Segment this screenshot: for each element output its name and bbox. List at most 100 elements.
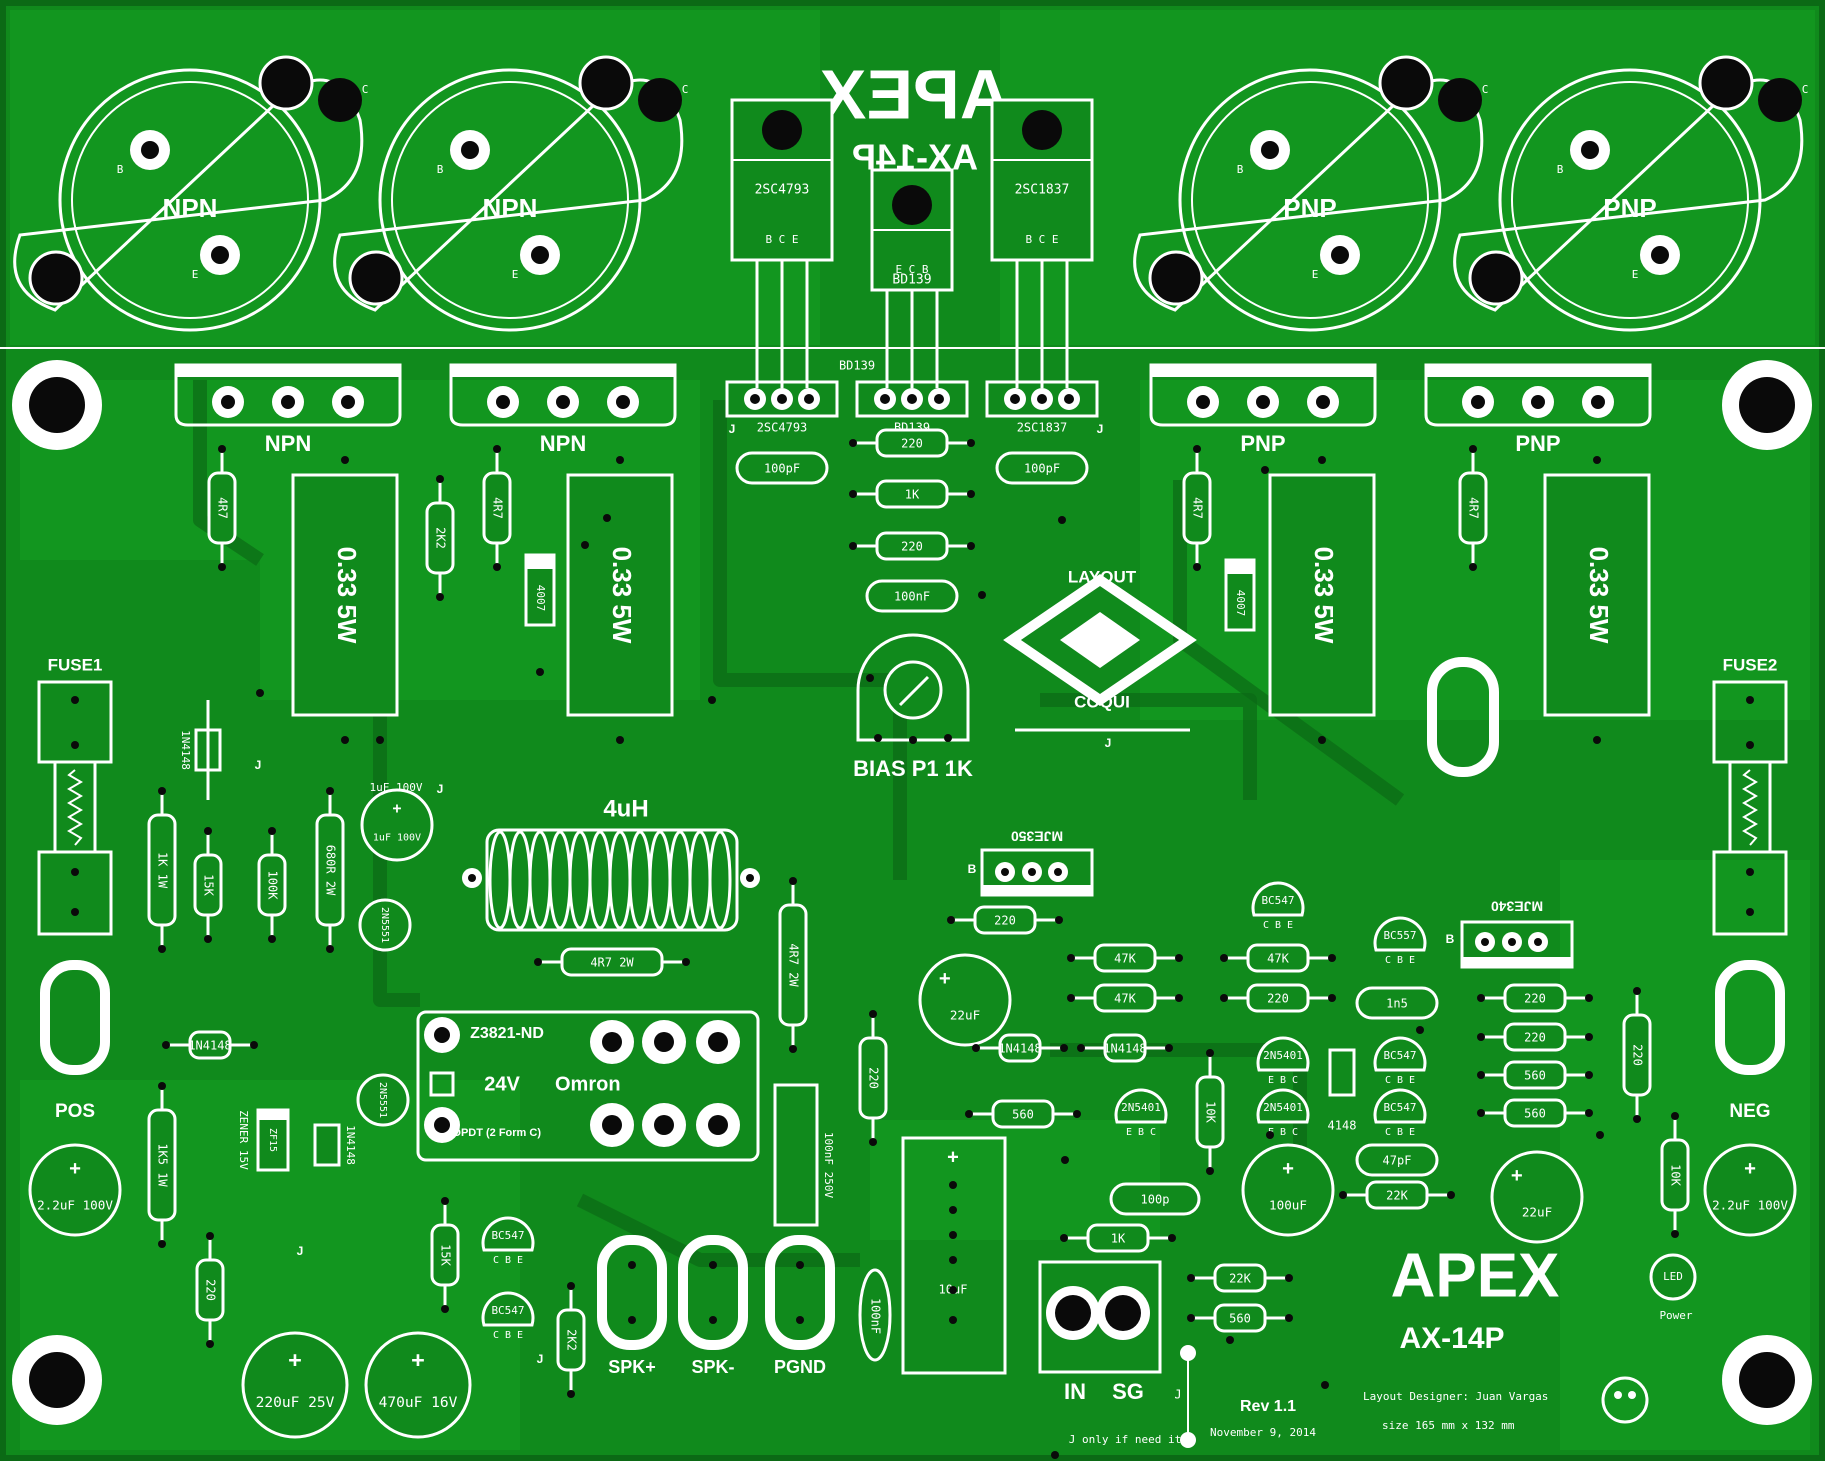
to3-0-label: NPN [163, 193, 218, 223]
power-resistor-1-label: 0.33 5W [607, 547, 637, 644]
resistor-220-c-label: 220 [1524, 992, 1546, 1006]
cap-100p-label: 100p [1141, 1193, 1170, 1207]
via [1746, 741, 1754, 749]
to3-2-e: E [1312, 268, 1319, 281]
power-pads-1 [449, 363, 677, 427]
relay-contact-pad-1-hole [654, 1032, 674, 1052]
zener-band [258, 1110, 288, 1120]
copper-plane-1 [1000, 10, 1815, 345]
via [1593, 456, 1601, 464]
power-pads-1-pad-hole [556, 395, 570, 409]
to220-pads-0-pad-hole [750, 394, 760, 404]
diode-1n4148-a-label: 1N4148 [179, 730, 192, 770]
resistor-220-e [1622, 1013, 1652, 1097]
power-pads-3-pad-hole [1591, 395, 1605, 409]
cap-47pf-label: 47pF [1383, 1154, 1412, 1168]
via [441, 1305, 449, 1313]
resistor-2k2-b [556, 1308, 586, 1372]
jumper-j7: J [537, 1352, 544, 1366]
via [158, 945, 166, 953]
power-resistor-2-label: 0.33 5W [1309, 547, 1339, 644]
via [709, 1316, 717, 1324]
to3-1-inner-ring [391, 81, 629, 319]
cap-1uf-100v-label: 1uF 100V [373, 832, 421, 843]
cap-220uf-25v-plus-sign: + [288, 1347, 302, 1373]
via [218, 445, 226, 453]
resistor-4r7-2w-h-label: 4R7 2W [590, 956, 634, 970]
q-mje350-label: MJE350 [1011, 828, 1063, 844]
via [567, 1390, 575, 1398]
power-resistor-3-label: 0.33 5W [1584, 547, 1614, 644]
cap-100pf-left [735, 451, 829, 485]
resistor-220-left [195, 1258, 225, 1322]
speaker-terminal-0-label: SPK+ [608, 1357, 656, 1377]
q-2n5551-a-label: 2N5551 [379, 907, 390, 943]
q-mje340-pad-hole [1534, 938, 1542, 946]
to3-2-c: C [1482, 83, 1489, 96]
emitter-resistor-2-label: 4R7 [1191, 497, 1205, 519]
jumper-j1: J [729, 422, 736, 436]
via [158, 1082, 166, 1090]
via [158, 1240, 166, 1248]
via [250, 1041, 258, 1049]
via [71, 741, 79, 749]
via [341, 736, 349, 744]
cap-220uf-25v [241, 1331, 349, 1439]
resistor-220-e-label: 220 [1631, 1044, 1645, 1066]
resistor-2k2 [425, 501, 455, 575]
q-bc547-left-a-pins: C B E [493, 1255, 523, 1266]
to3-2-collector-hole [1438, 78, 1482, 122]
trace-0 [713, 400, 907, 880]
resistor-22k-input [1213, 1263, 1267, 1293]
cap-100nf-250v [773, 1083, 819, 1227]
q-mje350-bar [982, 885, 1092, 895]
cap-rail-neg-plus-sign: + [1744, 1158, 1756, 1180]
q-bc547-c-pins: C B E [1385, 1075, 1415, 1086]
cap-1uf-100v [360, 788, 434, 862]
cap-1uf-label-top: 1uF 100V [370, 781, 423, 794]
via [1477, 1071, 1485, 1079]
via [326, 787, 334, 795]
to3-0-collector-hole [318, 78, 362, 122]
via [204, 827, 212, 835]
to220-pads-0-label: 2SC4793 [757, 421, 808, 435]
to3-3-mount-hole-b [1468, 250, 1524, 306]
to3-3-collector-hole [1758, 78, 1802, 122]
power-pads-1-bar [451, 365, 675, 377]
power-resistor-0 [291, 473, 399, 717]
power-resistor-3 [1543, 473, 1651, 717]
cap-10uf-box [901, 1136, 1007, 1375]
via [1051, 1451, 1059, 1459]
via [581, 541, 589, 549]
speaker-terminal-1 [678, 1235, 748, 1350]
via [869, 1138, 877, 1146]
via [493, 445, 501, 453]
power-pads-2-pad-hole [1256, 395, 1270, 409]
resistor-680r-2w [315, 813, 345, 927]
cap-100p [1109, 1182, 1201, 1216]
fuse-right-element [1742, 769, 1758, 846]
speaker-terminal-2-label: PGND [774, 1357, 826, 1377]
relay-contact-pad-5-hole [708, 1115, 728, 1135]
to3-2-inner-ring [1191, 81, 1429, 319]
input-terminal [1038, 1260, 1162, 1374]
via [949, 1181, 957, 1189]
to3-1-emitter-pad-hole [531, 246, 549, 264]
to3-0-emitter-pad-hole [211, 246, 229, 264]
via [603, 514, 611, 522]
emitter-resistor-3 [1458, 471, 1488, 545]
cap-100nf-vertical-label: 100nF [869, 1298, 883, 1334]
via [1061, 1156, 1069, 1164]
to3-2-base-pad-hole [1261, 141, 1279, 159]
via [874, 734, 882, 742]
resistor-680r-2w-label: 680R 2W [324, 845, 338, 896]
to3-1-mount-hole-a [578, 55, 634, 111]
resistor-47k-c-label: 47K [1267, 952, 1289, 966]
resistor-1k-1w [147, 813, 177, 927]
trace-1 [1040, 693, 1257, 800]
resistor-1k-input-label: 1K [1111, 1232, 1126, 1246]
layout-logo-bottom: COQUI [1074, 692, 1130, 711]
q-2n5401-a-label: 2N5401 [1263, 1049, 1303, 1062]
via [709, 1261, 717, 1269]
